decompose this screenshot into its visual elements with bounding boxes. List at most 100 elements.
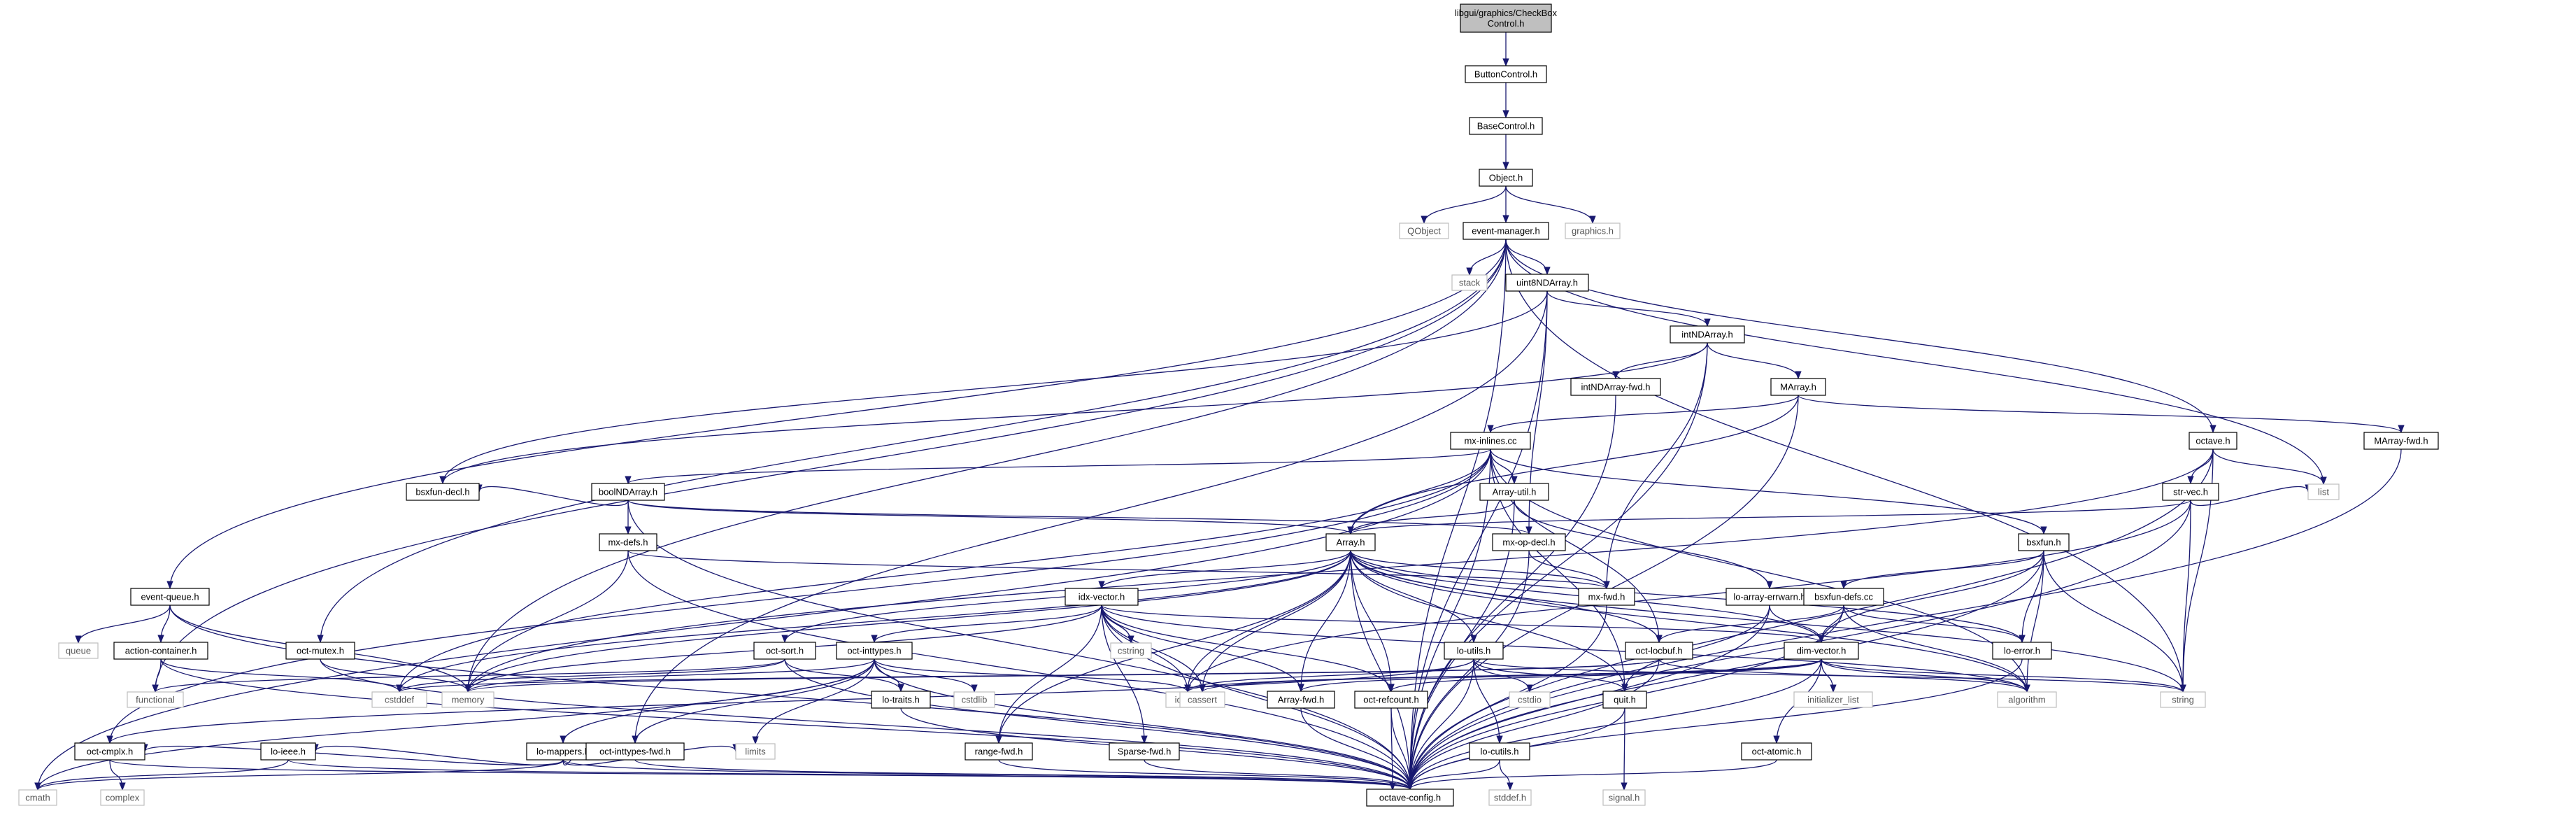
node-label: intNDArray-fwd.h xyxy=(1581,382,1651,393)
node-Array[interactable]: Array.h xyxy=(1325,533,1376,551)
node-mx-fwd[interactable]: mx-fwd.h xyxy=(1578,588,1635,606)
node-lo-utils[interactable]: lo-utils.h xyxy=(1444,642,1504,660)
node-oct-cmplx[interactable]: oct-cmplx.h xyxy=(74,742,145,761)
node-lo-error[interactable]: lo-error.h xyxy=(1992,642,2052,660)
edge-lo_mappers-to-cmath xyxy=(34,759,564,791)
node-octave[interactable]: octave.h xyxy=(2189,432,2237,450)
edge-Array-to-octave_config xyxy=(1350,550,1414,791)
node-range-fwd[interactable]: range-fwd.h xyxy=(965,742,1033,761)
node-event-manager[interactable]: event-manager.h xyxy=(1463,222,1549,240)
node-oct-inttypes[interactable]: oct-inttypes.h xyxy=(836,642,913,660)
node-Array-util[interactable]: Array-util.h xyxy=(1479,483,1549,501)
node-label: uint8NDArray.h xyxy=(1516,278,1578,288)
edge-oct_locbuf-to-memory xyxy=(464,658,1660,693)
node-oct-refcount[interactable]: oct-refcount.h xyxy=(1354,691,1428,709)
node-label: BaseControl.h xyxy=(1477,121,1535,132)
edge-Array_util-to-Array xyxy=(1347,500,1515,535)
node-label: cstdlib xyxy=(962,695,988,705)
edge-oct_cmplx-to-octave_config xyxy=(109,759,1414,791)
node-label: idx-vector.h xyxy=(1079,592,1125,602)
edge-event_manager-to-octave xyxy=(1505,239,2216,434)
edge-Array_util-to-lo_array_errwarn xyxy=(1514,500,1773,590)
edge-octave-to-memory xyxy=(464,448,2214,693)
node-bsxfun-decl[interactable]: bsxfun-decl.h xyxy=(406,483,480,501)
node-label: cmath xyxy=(25,793,50,803)
node-queue: queue xyxy=(58,642,99,659)
edge-idx_vector-to-oct_inttypes xyxy=(871,605,1102,644)
node-bsxfun-defs[interactable]: bsxfun-defs.cc xyxy=(1803,588,1884,606)
node-bsxfun[interactable]: bsxfun.h xyxy=(2018,533,2070,551)
edge-oct_inttypes-to-limits xyxy=(752,658,875,745)
node-dim-vector[interactable]: dim-vector.h xyxy=(1784,642,1859,660)
node-label: bsxfun-decl.h xyxy=(415,487,469,497)
node-str-vec[interactable]: str-vec.h xyxy=(2162,483,2219,501)
node-box xyxy=(1505,274,1589,292)
node-oct-atomic[interactable]: oct-atomic.h xyxy=(1741,742,1812,761)
edge-idx_vector-to-range_fwd xyxy=(995,605,1102,744)
node-quit[interactable]: quit.h xyxy=(1602,691,1647,709)
node-mx-inlines[interactable]: mx-inlines.cc xyxy=(1450,432,1531,450)
node-event-queue[interactable]: event-queue.h xyxy=(130,588,210,606)
node-oct-sort[interactable]: oct-sort.h xyxy=(753,642,816,660)
node-lo-traits[interactable]: lo-traits.h xyxy=(871,691,931,709)
node-oct-inttypes-fwd[interactable]: oct-inttypes-fwd.h xyxy=(585,742,685,761)
edge-boolNDArray-to-bsxfun_decl xyxy=(476,484,629,507)
node-oct-mutex[interactable]: oct-mutex.h xyxy=(285,642,355,660)
node-box xyxy=(1770,378,1826,396)
node-label: initializer_list xyxy=(1807,695,1859,705)
edge-oct_cmplx-to-complex xyxy=(109,759,126,791)
node-box xyxy=(1784,642,1859,660)
node-Sparse-fwd[interactable]: Sparse-fwd.h xyxy=(1109,742,1180,761)
node-box xyxy=(1492,533,1566,551)
node-box xyxy=(1602,691,1647,709)
edge-MArray-to-Array xyxy=(1347,395,1799,535)
edge-MArray-to-mx_inlines xyxy=(1487,395,1799,434)
node-box xyxy=(1451,274,1488,291)
node-mx-op-decl[interactable]: mx-op-decl.h xyxy=(1492,533,1566,551)
node-label: oct-atomic.h xyxy=(1752,747,1802,757)
node-box xyxy=(2160,691,2206,708)
node-uint8NDArray[interactable]: uint8NDArray.h xyxy=(1505,274,1589,292)
edge-lo_utils-to-string xyxy=(1473,658,2186,693)
edge-lo_cutils-to-octave_config xyxy=(1407,759,1500,791)
node-lo-ieee[interactable]: lo-ieee.h xyxy=(260,742,316,761)
node-ButtonControl[interactable]: ButtonControl.h xyxy=(1465,65,1547,83)
edge-bsxfun-to-algorithm xyxy=(2023,550,2044,693)
edge-event_manager-to-octave_config xyxy=(1407,239,1507,791)
node-idx-vector[interactable]: idx-vector.h xyxy=(1065,588,1139,606)
node-box xyxy=(1450,432,1531,450)
edge-bsxfun-to-lo_error xyxy=(2019,550,2044,644)
node-label: Array-util.h xyxy=(1493,487,1537,497)
node-label: QObject xyxy=(1407,226,1441,236)
node-action-container[interactable]: action-container.h xyxy=(113,642,208,660)
edge-lo_utils-to-oct_cmplx xyxy=(106,658,1474,744)
node-intNDArray[interactable]: intNDArray.h xyxy=(1670,325,1745,344)
edge-action_container-to-octave_config xyxy=(160,658,1414,791)
node-lo-array-errwarn[interactable]: lo-array-errwarn.h xyxy=(1725,588,1814,606)
node-box xyxy=(1570,378,1661,396)
node-box xyxy=(1793,691,1873,708)
node-octave-config[interactable]: octave-config.h xyxy=(1366,789,1454,807)
edge-oct_sort-to-functional xyxy=(152,658,785,693)
node-lo-cutils[interactable]: lo-cutils.h xyxy=(1469,742,1530,761)
node-box xyxy=(735,743,776,760)
node-BaseControl[interactable]: BaseControl.h xyxy=(1469,117,1543,135)
edge-event_queue-to-action_container xyxy=(157,605,171,644)
node-boolNDArray[interactable]: boolNDArray.h xyxy=(591,483,665,501)
node-intNDArray-fwd[interactable]: intNDArray-fwd.h xyxy=(1570,378,1661,396)
node-oct-locbuf[interactable]: oct-locbuf.h xyxy=(1625,642,1693,660)
node-label: Array-fwd.h xyxy=(1278,695,1324,705)
node-MArray[interactable]: MArray.h xyxy=(1770,378,1826,396)
node-box xyxy=(1488,789,1532,806)
node-mx-defs[interactable]: mx-defs.h xyxy=(599,533,657,551)
node-label: graphics.h xyxy=(1572,226,1614,236)
edge-quit-to-signal xyxy=(1621,707,1628,791)
node-Object[interactable]: Object.h xyxy=(1479,169,1533,187)
edge-MArray-to-MArray_fwd xyxy=(1798,395,2405,434)
edge-oct_inttypes-to-oct_inttypes_fwd xyxy=(632,658,875,744)
node-Array-fwd[interactable]: Array-fwd.h xyxy=(1267,691,1335,709)
node-label: oct-inttypes.h xyxy=(847,646,901,656)
node-label: functional xyxy=(136,695,175,705)
node-MArray-fwd[interactable]: MArray-fwd.h xyxy=(2363,432,2439,450)
